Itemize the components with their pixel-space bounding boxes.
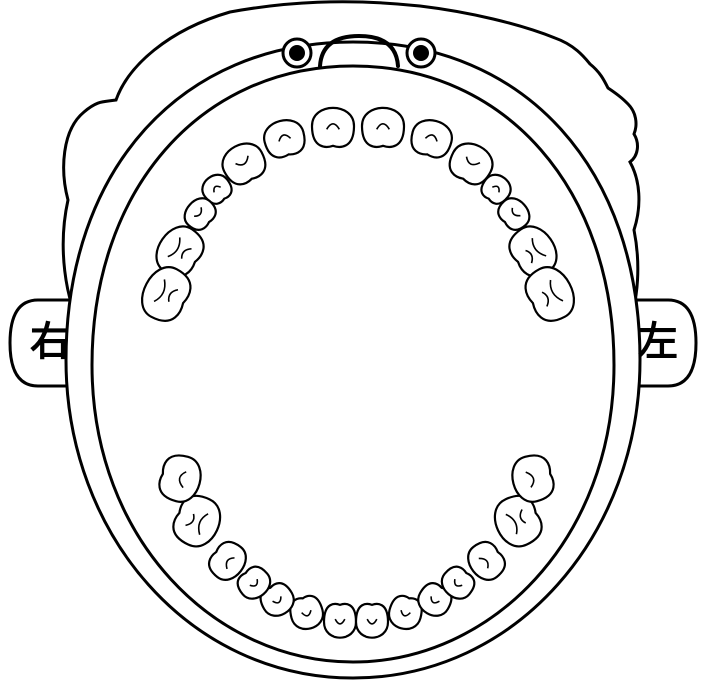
upper-tooth bbox=[362, 108, 404, 147]
lower-tooth bbox=[324, 604, 356, 638]
eye-right bbox=[283, 39, 311, 67]
label-right-side: 右 bbox=[30, 322, 70, 362]
mouth-outline bbox=[92, 66, 614, 662]
label-left-side: 左 bbox=[638, 322, 678, 362]
upper-tooth bbox=[312, 108, 354, 147]
lower-tooth bbox=[356, 604, 388, 638]
eye-left bbox=[407, 39, 435, 67]
